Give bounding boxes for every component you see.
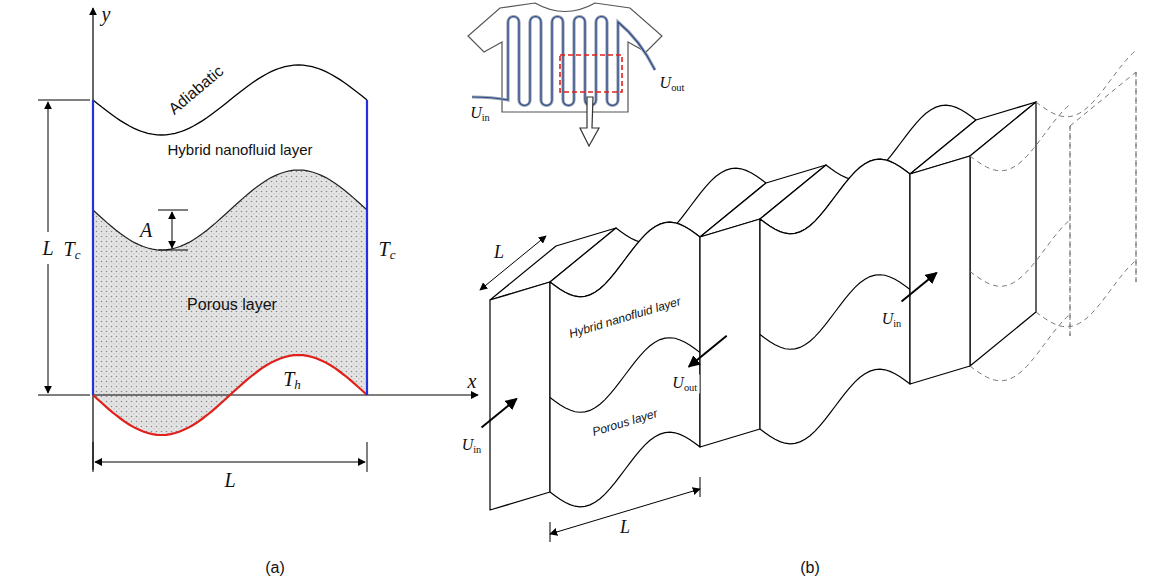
symbol-subscript: c [75,247,81,262]
axis-label: y [102,3,111,25]
front-face [700,219,760,447]
flow-arrow [902,273,937,302]
symbol-main: T [64,238,75,260]
flow-label: Uout [670,374,699,393]
flow-label: Uin [470,104,490,123]
ghost-outline [1036,260,1136,327]
ghost-outline [1070,126,1071,336]
interface-line [550,338,700,413]
dimension-tick [367,442,368,472]
cooling-tube [472,17,655,106]
dimension-line [480,236,546,290]
dimension-tick [38,395,90,396]
flow-label: Uin [460,436,484,455]
symbol-subscript: out [671,82,684,93]
symbol-subscript: in [893,318,901,329]
symbol-main: T [379,238,390,260]
adiabatic-wall [93,65,367,135]
cooling-tube [472,17,655,106]
symbol-subscript: in [482,112,490,123]
y-axis [92,8,93,470]
interface-line [760,275,910,350]
ghost-outline [1070,72,1136,126]
dimension-tick [550,522,551,542]
front-face [490,282,550,510]
amplitude-label: A [140,219,152,241]
ghost-outline [970,220,1070,286]
axis-label: x [468,370,477,392]
ghost-outline [1136,72,1137,282]
zoom-arrow [580,97,599,146]
amplitude-tick [158,210,188,211]
symbol-main: U [660,74,672,91]
cold-wall [366,100,368,395]
panel-label: (a) [265,559,285,577]
end-face [970,102,1036,366]
symbol-main: U [462,436,474,453]
symbol-main: U [470,104,482,121]
shirt-figure [468,3,662,146]
dimension-label: L [42,237,53,259]
symbol-subscript: out [684,382,697,393]
flow-label: Uout [660,74,685,93]
symbol-subscript: in [473,444,481,455]
dimension-label: L [620,518,630,538]
dimension-label: L [494,243,504,263]
front-face [550,222,700,507]
dimension-tick [93,442,94,472]
layer-label: Porous layer [187,296,277,314]
symbol-main: T [283,368,294,390]
temperature-label: Tc [379,238,396,263]
flow-label: Uin [880,310,904,329]
layer-label: Hybrid nanofluid layer [167,142,312,159]
ghost-outline [1136,72,1137,282]
flow-arrow [689,336,727,367]
symbol-subscript: h [294,377,301,392]
front-face [910,156,970,384]
dimension-tick [38,100,90,101]
amplitude-arrow [172,212,173,248]
zoom-box [560,55,622,92]
dimension-line [48,102,49,232]
ghost-outline [1036,50,1136,117]
dimension-line [48,264,49,393]
x-axis [93,394,478,395]
symbol-main: U [672,374,684,391]
cold-wall [92,100,94,395]
dimension-line [95,462,365,463]
panel-b-figure [480,50,1136,542]
dimension-label: L [224,469,235,491]
temperature-label: Th [281,368,303,393]
symbol-subscript: c [390,247,396,262]
amplitude-tick [158,250,188,251]
panel-a-figure [38,8,478,472]
t-shirt [468,3,662,112]
front-face [760,159,910,444]
temperature-label: Tc [64,238,81,263]
panel-label: (b) [800,559,820,577]
dimension-tick [700,477,701,497]
symbol-main: U [882,310,894,327]
hot-wall [93,355,367,435]
flow-arrow [482,399,517,428]
interface-line [93,170,367,250]
ghost-outline [1070,126,1071,336]
